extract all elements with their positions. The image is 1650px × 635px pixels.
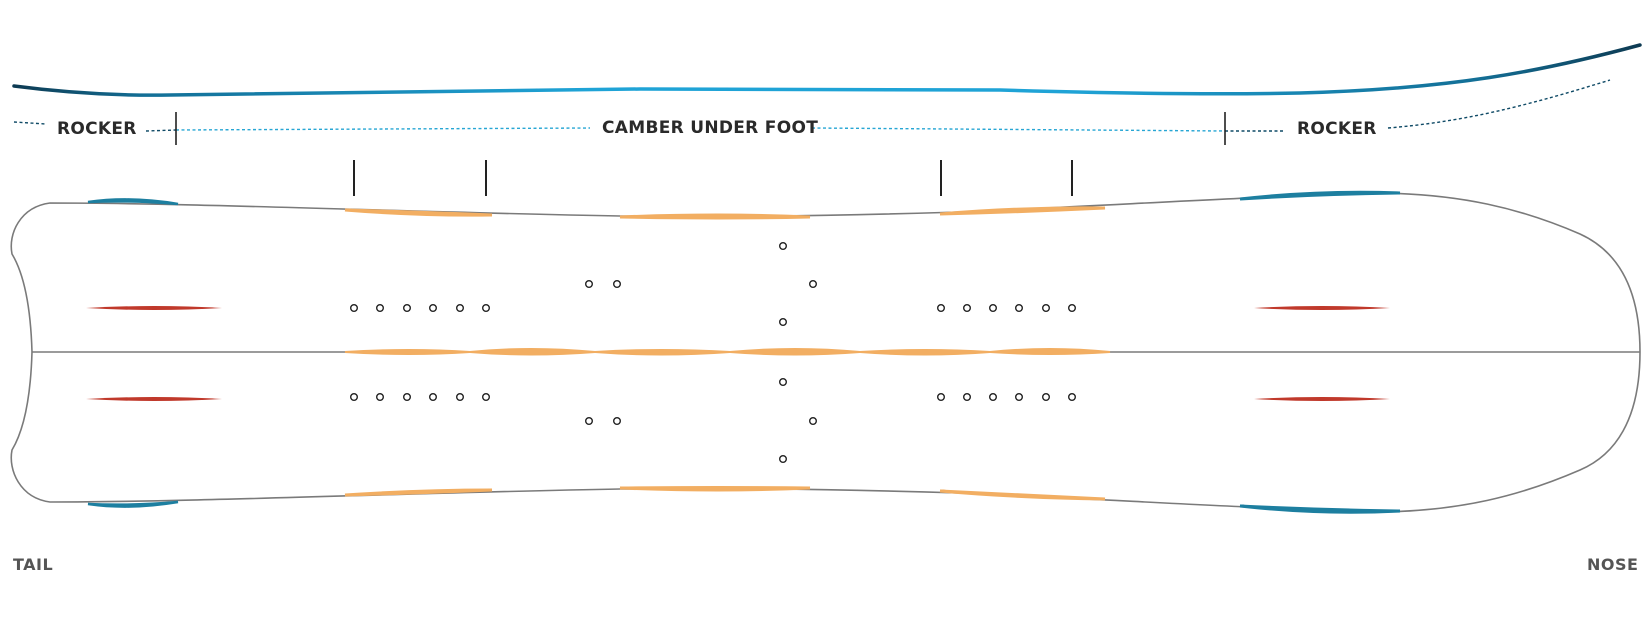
- edge-orange-top-1: [344, 208, 493, 217]
- insert-hole: [1067, 393, 1076, 402]
- insert-hole: [963, 393, 972, 402]
- rocker-left-dash-end: [145, 129, 177, 132]
- insert-hole: [989, 393, 998, 402]
- edge-blue-tail-top: [87, 198, 179, 206]
- insert-hole: [989, 304, 998, 313]
- insert-hole: [482, 304, 491, 313]
- insert-hole: [779, 318, 788, 327]
- insert-hole: [937, 393, 946, 402]
- nose-label: NOSE: [1587, 555, 1639, 574]
- insert-hole: [456, 393, 465, 402]
- insert-hole: [403, 304, 412, 313]
- insert-hole: [1015, 393, 1024, 402]
- insert-hole: [779, 455, 788, 464]
- insert-hole: [1041, 393, 1050, 402]
- red-slit-nose-bottom: [1254, 397, 1390, 401]
- insert-hole: [1015, 304, 1024, 313]
- rocker-left-label: ROCKER: [57, 119, 137, 139]
- insert-holes: [350, 241, 1076, 464]
- insert-hole: [1067, 304, 1076, 313]
- insert-hole: [613, 417, 622, 426]
- center-orange-6: [989, 348, 1111, 355]
- tail-label: TAIL: [13, 555, 54, 574]
- board-profile-line: [12, 43, 1642, 97]
- insert-hole: [779, 241, 788, 250]
- insert-hole: [482, 393, 491, 402]
- edge-blue-tail-bottom: [87, 500, 179, 508]
- insert-hole: [963, 304, 972, 313]
- insert-hole: [350, 304, 359, 313]
- red-slit-tail-bottom: [86, 397, 222, 401]
- center-orange-3: [594, 349, 731, 356]
- insert-hole: [585, 417, 594, 426]
- insert-hole: [350, 393, 359, 402]
- camber-label: CAMBER UNDER FOOT: [602, 118, 819, 138]
- insert-hole: [429, 304, 438, 313]
- camber-dash-right: [811, 127, 1226, 132]
- insert-hole: [376, 304, 385, 313]
- rocker-right-label: ROCKER: [1297, 119, 1377, 139]
- red-slit-tail-top: [86, 306, 222, 310]
- edge-orange-bottom-3: [939, 489, 1106, 501]
- board-outline: [10, 192, 1641, 513]
- edge-blue-nose-top: [1239, 190, 1401, 201]
- edge-orange-bottom-2: [619, 486, 811, 492]
- insert-hole: [613, 280, 622, 289]
- red-slit-nose-top: [1254, 306, 1390, 310]
- camber-dash-left: [175, 127, 591, 131]
- center-orange-2: [469, 348, 596, 356]
- insert-hole: [585, 280, 594, 289]
- insert-hole: [429, 393, 438, 402]
- rocker-right-dash-end: [1387, 79, 1611, 129]
- insert-hole: [809, 280, 818, 289]
- center-orange-4: [729, 348, 861, 356]
- insert-hole: [937, 304, 946, 313]
- rocker-left-dash-start: [13, 121, 47, 125]
- edge-orange-top-2: [619, 213, 811, 220]
- insert-hole: [456, 304, 465, 313]
- edge-orange-top-3: [939, 206, 1106, 216]
- center-orange-1: [344, 349, 471, 355]
- insert-hole: [403, 393, 412, 402]
- edge-orange-bottom-1: [344, 488, 493, 497]
- insert-hole: [1041, 304, 1050, 313]
- insert-hole: [809, 417, 818, 426]
- insert-hole: [779, 378, 788, 387]
- edge-blue-nose-bottom: [1239, 504, 1401, 514]
- center-orange-5: [859, 349, 991, 356]
- insert-hole: [376, 393, 385, 402]
